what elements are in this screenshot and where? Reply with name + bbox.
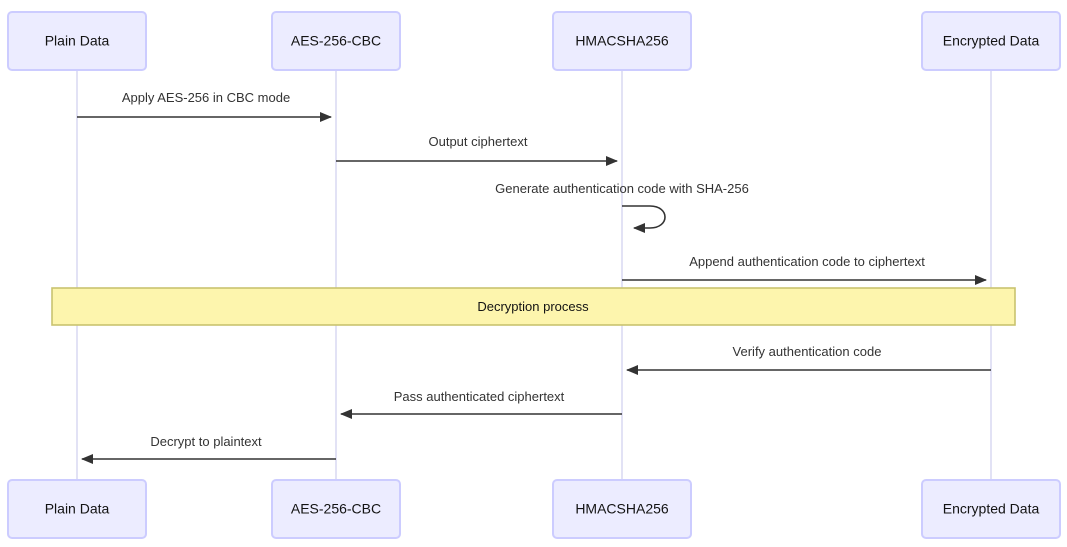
note-decryption-process: Decryption process xyxy=(51,287,1016,326)
message-label: Decrypt to plaintext xyxy=(150,434,262,449)
participant-box[interactable] xyxy=(921,479,1061,539)
message-label: Append authentication code to ciphertext xyxy=(689,254,925,269)
participant-box[interactable] xyxy=(921,11,1061,71)
participant-bottom-enc[interactable]: Encrypted Data xyxy=(921,479,1061,539)
message-label: Apply AES-256 in CBC mode xyxy=(122,90,290,105)
participant-top-aes[interactable]: AES-256-CBC xyxy=(271,11,401,71)
note-label: Decryption process xyxy=(477,299,589,314)
self-loop-arrow xyxy=(622,205,666,233)
message-decrypt-to-plaintext: Decrypt to plaintext xyxy=(81,434,336,464)
message-label: Generate authentication code with SHA-25… xyxy=(495,181,749,196)
participant-label: HMACSHA256 xyxy=(575,501,669,517)
participant-bottom-plain[interactable]: Plain Data xyxy=(7,479,147,539)
message-verify-authentication-code: Verify authentication code xyxy=(626,344,991,375)
participant-label: Encrypted Data xyxy=(943,501,1040,517)
participant-box[interactable] xyxy=(7,11,147,71)
participant-label: Plain Data xyxy=(45,501,110,517)
participant-label: AES-256-CBC xyxy=(291,501,381,517)
message-generate-authentication-code-with-sha-256: Generate authentication code with SHA-25… xyxy=(495,181,749,233)
note-box xyxy=(51,287,1016,326)
message-output-ciphertext: Output ciphertext xyxy=(336,134,618,166)
participant-box[interactable] xyxy=(552,11,692,71)
participant-bottom-aes[interactable]: AES-256-CBC xyxy=(271,479,401,539)
participant-top-plain[interactable]: Plain Data xyxy=(7,11,147,71)
participant-box[interactable] xyxy=(7,479,147,539)
message-append-authentication-code-to-ciphertext: Append authentication code to ciphertext xyxy=(622,254,987,285)
message-apply-aes-256-in-cbc-mode: Apply AES-256 in CBC mode xyxy=(77,90,332,122)
message-label: Verify authentication code xyxy=(733,344,882,359)
participant-box[interactable] xyxy=(271,11,401,71)
participant-label: HMACSHA256 xyxy=(575,33,669,49)
participant-label: AES-256-CBC xyxy=(291,33,381,49)
lifelines xyxy=(76,70,992,480)
participant-label: Plain Data xyxy=(45,33,110,49)
participant-box[interactable] xyxy=(552,479,692,539)
message-label: Pass authenticated ciphertext xyxy=(394,389,565,404)
message-label: Output ciphertext xyxy=(429,134,528,149)
participant-bottom-hmac[interactable]: HMACSHA256 xyxy=(552,479,692,539)
participant-top-hmac[interactable]: HMACSHA256 xyxy=(552,11,692,71)
message-pass-authenticated-ciphertext: Pass authenticated ciphertext xyxy=(340,389,622,419)
participant-box[interactable] xyxy=(271,479,401,539)
participant-top-enc[interactable]: Encrypted Data xyxy=(921,11,1061,71)
participant-label: Encrypted Data xyxy=(943,33,1040,49)
